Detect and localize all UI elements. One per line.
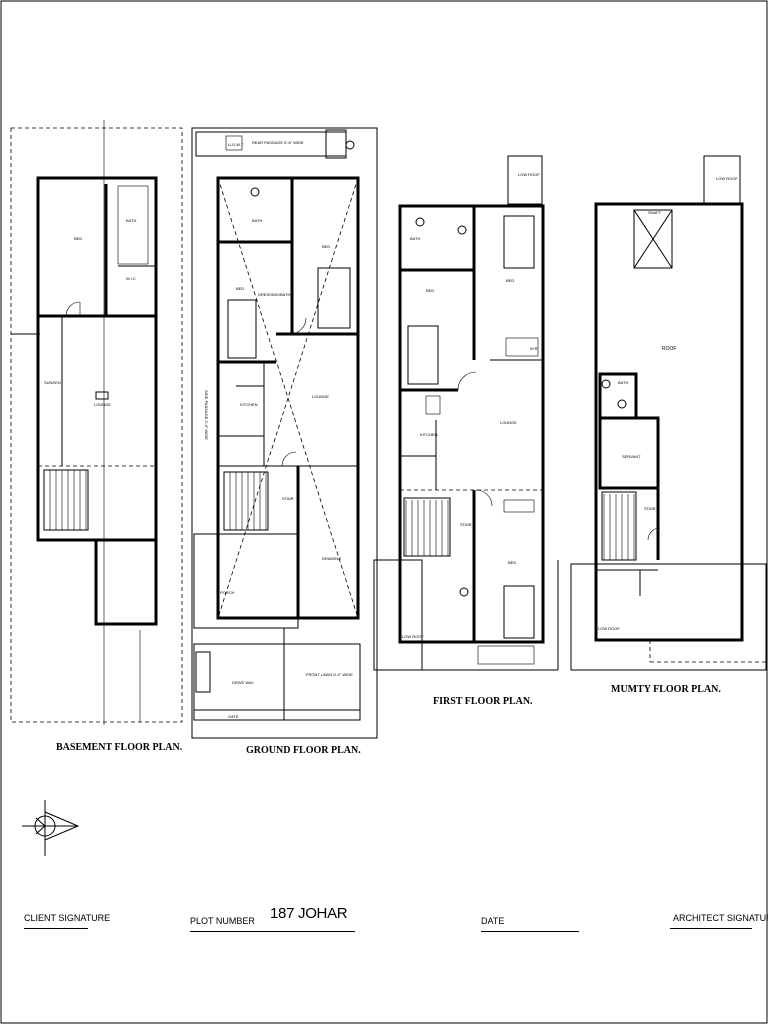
ground-porch-label: PORCH (220, 590, 235, 595)
mumty-bath-label: BATH (618, 380, 628, 385)
first-bed2-label: BED (506, 278, 514, 283)
date-label: DATE (481, 916, 505, 926)
first-kitchen-label: KITCHEN (420, 432, 438, 437)
first-plan: LOW ROOF BATH BED BED BED KITCHEN LOUNGE… (373, 155, 559, 671)
plot-number-label: PLOT NUMBER (190, 916, 255, 926)
first-wr-label: W.R (530, 346, 538, 351)
ground-plan: U.G.W.T REAR PASSAGE 5'-6" WIDE BATH BED… (191, 127, 378, 739)
mumty-low-roof-top-label: LOW ROOF (716, 176, 738, 181)
client-signature-line (24, 928, 88, 929)
plot-number-line (190, 931, 355, 932)
ground-side-passage-label: SIDE PASSAGE 3'-0" WIDE (204, 390, 209, 440)
basement-bed-label: BED (74, 236, 82, 241)
architect-signature-line (670, 928, 752, 929)
ground-front-lawn-label: FRONT LAWN 5'-0" WIDE (306, 672, 353, 677)
mumty-servant-label: SERVANT (622, 454, 641, 459)
first-bed3-label: BED (508, 560, 516, 565)
mumty-roof-label: ROOF (662, 346, 676, 352)
first-bath-label: BATH (410, 236, 420, 241)
mumty-low-roof-bottom-label: LOW ROOF (598, 626, 620, 631)
basement-plot-boundary (10, 127, 183, 723)
ground-dressing-label: DRESSING/BATH (258, 292, 290, 297)
ground-gate-label: GATE (228, 714, 239, 719)
first-plan-caption: FIRST FLOOR PLAN. (433, 696, 533, 707)
first-bed1-label: BED (426, 288, 434, 293)
ground-stair-label: STAIR (282, 496, 294, 501)
basement-wic-label: W.I.C (126, 276, 136, 281)
mumty-plan: LOW ROOF SHAFT ROOF BATH SERVANT STAIR L… (570, 155, 767, 671)
first-stair-label: STAIR (460, 522, 472, 527)
first-lounge-label: LOUNGE (500, 420, 517, 425)
basement-bath-label: BATH (126, 218, 136, 223)
mumty-stair-label: STAIR (644, 506, 656, 511)
ground-drive-way-label: DRIVE WAY (232, 680, 254, 685)
mumty-shaft-label: SHAFT (648, 210, 662, 215)
ground-plot-boundary (191, 127, 378, 739)
basement-lounge-label: LOUNGE (94, 402, 111, 407)
ground-bed-label: BED (236, 286, 244, 291)
basement-plan-caption: BASEMENT FLOOR PLAN. (56, 742, 183, 753)
basement-sunken-label: SUNKEN (44, 380, 61, 385)
ground-rear-passage-label: REAR PASSAGE 5'-6" WIDE (252, 140, 304, 145)
ground-kitchen-label: KITCHEN (240, 402, 258, 407)
first-low-roof-left-label: LOW ROOF (402, 634, 424, 639)
ground-bed2-label: BED (322, 244, 330, 249)
plot-number-value: 187 JOHAR (270, 905, 348, 922)
client-signature-label: CLIENT SIGNATURE (24, 913, 111, 923)
ground-drawing-label: DRAWING (322, 556, 341, 561)
first-low-roof-top-label: LOW ROOF (518, 172, 540, 177)
basement-plan: BED BATH W.I.C LOUNGE SUNKEN (10, 120, 183, 725)
mumty-plan-caption: MUMTY FLOOR PLAN. (611, 684, 721, 695)
north-arrow-icon (22, 800, 80, 856)
ground-bath-label: BATH (252, 218, 262, 223)
ground-ugwt-label: U.G.W.T (228, 142, 244, 147)
ground-plan-caption: GROUND FLOOR PLAN. (246, 745, 361, 756)
date-line (481, 931, 579, 932)
architect-signature-label: ARCHITECT SIGNATURE (673, 913, 768, 923)
ground-lounge-label: LOUNGE (312, 394, 329, 399)
